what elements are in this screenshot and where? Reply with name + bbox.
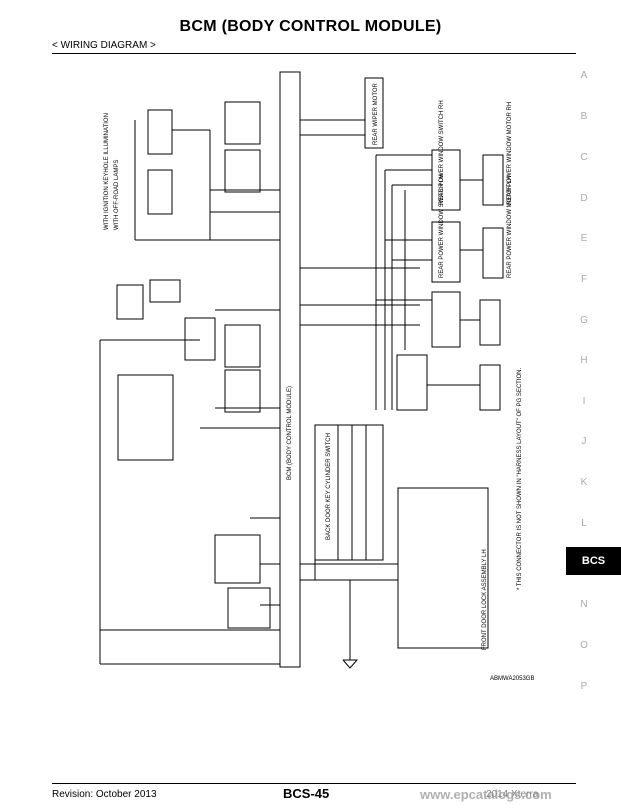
page-number: BCS-45: [283, 786, 330, 801]
rear-pw-motor-rh-label: REAR POWER WINDOW MOTOR RH: [507, 102, 513, 205]
legend-note-offroad: WITH OFF-ROAD LAMPS: [114, 160, 120, 230]
legend-note-illumination: WITH IGNITION KEYHOLE ILLUMINATION: [104, 113, 110, 230]
side-letter[interactable]: F: [580, 274, 588, 285]
section-label: < WIRING DIAGRAM >: [52, 40, 156, 51]
side-letter[interactable]: P: [580, 681, 588, 692]
side-letter[interactable]: G: [580, 315, 588, 326]
side-letter[interactable]: I: [582, 396, 586, 407]
model-year: 2014 Xterra: [486, 789, 539, 800]
header-rule: [52, 53, 576, 54]
front-door-lock-label: FRONT DOOR LOCK ASSEMBLY LH: [482, 549, 488, 650]
rear-pw-motor-lh-label: REAR POWER WINDOW MOTOR LH: [507, 176, 513, 278]
side-letter[interactable]: J: [581, 436, 587, 447]
bcm-block: [279, 71, 301, 668]
bcm-label: BCM (BODY CONTROL MODULE): [287, 386, 293, 480]
connector-note: * THIS CONNECTOR IS NOT SHOWN IN "HARNES…: [517, 367, 523, 590]
back-door-key-label: BACK DOOR KEY CYLINDER SWITCH: [326, 433, 332, 540]
figure-code: ABMWA2053GB: [490, 676, 534, 682]
side-letter[interactable]: H: [580, 355, 588, 366]
side-letter[interactable]: L: [581, 518, 587, 529]
side-letter[interactable]: E: [580, 233, 588, 244]
side-letter[interactable]: A: [580, 70, 588, 81]
rear-pw-switch-lh-label: REAR POWER WINDOW SWITCH LH: [439, 174, 445, 278]
side-letter[interactable]: O: [580, 640, 588, 651]
revision-label: Revision: October 2013: [52, 789, 157, 800]
bcs-section-tab[interactable]: BCS: [566, 547, 621, 575]
page-title: BCM (BODY CONTROL MODULE): [179, 18, 442, 35]
side-letter[interactable]: K: [580, 477, 588, 488]
side-letter[interactable]: D: [580, 193, 588, 204]
rear-wiper-motor-label: REAR WIPER MOTOR: [373, 82, 379, 145]
side-letter[interactable]: C: [580, 152, 588, 163]
footer-rule: [52, 783, 576, 784]
rear-pw-switch-rh-label: REAR POWER WINDOW SWITCH RH: [439, 100, 445, 205]
side-letter[interactable]: N: [580, 599, 588, 610]
watermark: www.epcatalogs.com: [420, 787, 552, 802]
side-letter[interactable]: B: [580, 111, 588, 122]
